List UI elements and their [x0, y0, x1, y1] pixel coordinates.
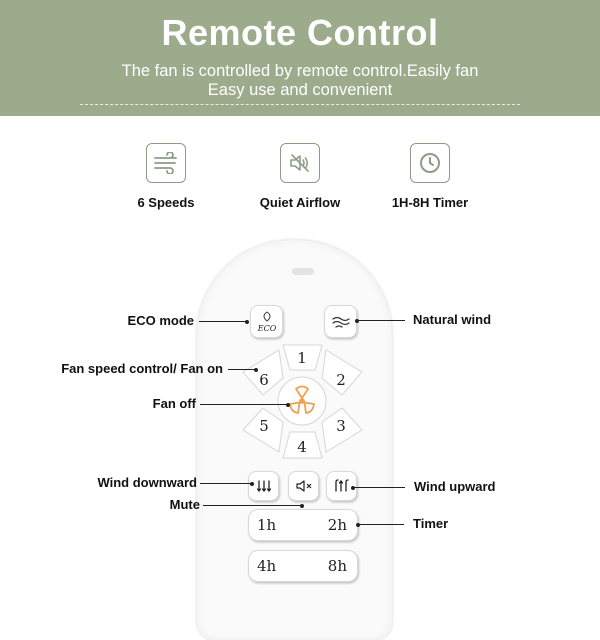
subtitle-line-1: The fan is controlled by remote control.… — [121, 62, 479, 80]
leader-natural-wind — [355, 318, 405, 323]
speaker-mute-icon — [280, 143, 320, 183]
leader-eco — [199, 319, 249, 324]
speed-4-label: 4 — [297, 438, 307, 456]
speed-3-button[interactable] — [321, 407, 363, 453]
callout-wind-downward: Wind downward — [97, 475, 197, 490]
wind-lines-icon — [146, 143, 186, 183]
feature-label-timer: 1H-8H Timer — [391, 195, 469, 210]
speed-1-button[interactable] — [282, 344, 323, 371]
callout-fan-speed: Fan speed control/ Fan on — [61, 361, 223, 376]
page-title: Remote Control — [161, 12, 439, 53]
header-banner: Remote Control The fan is controlled by … — [0, 0, 600, 116]
fan-icon — [289, 385, 315, 414]
subtitle-line-2: Easy use and convenient — [207, 81, 393, 99]
eco-text: ECO — [256, 324, 276, 333]
leaf-icon — [263, 310, 270, 322]
leader-fan-speed — [228, 367, 258, 372]
leader-timer — [356, 522, 404, 527]
leader-wind-downward — [200, 481, 254, 486]
speed-ring: 1 2 3 4 5 6 — [242, 344, 363, 459]
speed-5-label: 5 — [259, 417, 269, 435]
timer-4h-button[interactable]: 4h — [257, 557, 277, 575]
speed-6-label: 6 — [259, 371, 269, 389]
feature-label-speeds: 6 Speeds — [137, 195, 195, 210]
callout-mute: Mute — [169, 497, 200, 512]
arrows-down-icon — [256, 480, 271, 493]
speed-1-label: 1 — [297, 349, 307, 367]
timer-row-2: 4h 8h — [248, 550, 358, 582]
callout-timer: Timer — [413, 516, 449, 531]
natural-wind-button[interactable] — [324, 305, 357, 338]
callout-natural-wind: Natural wind — [413, 312, 492, 327]
timer-8h-button[interactable]: 8h — [327, 557, 347, 575]
speaker-mute-small-icon — [295, 480, 311, 492]
timer-2h-button[interactable]: 2h — [327, 516, 347, 534]
speed-6-button[interactable] — [242, 349, 284, 396]
eco-button[interactable]: ECO — [250, 305, 283, 338]
speed-3-label: 3 — [336, 417, 346, 435]
banner-divider — [80, 104, 520, 105]
speed-5-button[interactable] — [242, 407, 284, 453]
speed-4-button[interactable] — [282, 431, 323, 459]
speed-2-label: 2 — [336, 371, 346, 389]
leader-mute — [203, 503, 304, 508]
callout-fan-off: Fan off — [152, 396, 196, 411]
timer-row-1: 1h 2h — [248, 509, 358, 541]
arrows-up-icon — [334, 479, 349, 492]
speed-2-button[interactable] — [321, 349, 363, 396]
callout-eco-mode: ECO mode — [127, 313, 194, 328]
mute-button[interactable] — [288, 471, 319, 501]
callout-wind-upward: Wind upward — [414, 479, 496, 494]
clock-icon — [410, 143, 450, 183]
wind-wave-icon — [331, 316, 350, 328]
feature-label-quiet: Quiet Airflow — [259, 195, 341, 210]
wind-downward-button[interactable] — [248, 471, 279, 501]
leader-wind-upward — [351, 485, 405, 490]
ir-sensor — [292, 268, 314, 275]
timer-1h-button[interactable]: 1h — [257, 516, 277, 534]
leader-fan-off — [200, 402, 290, 407]
